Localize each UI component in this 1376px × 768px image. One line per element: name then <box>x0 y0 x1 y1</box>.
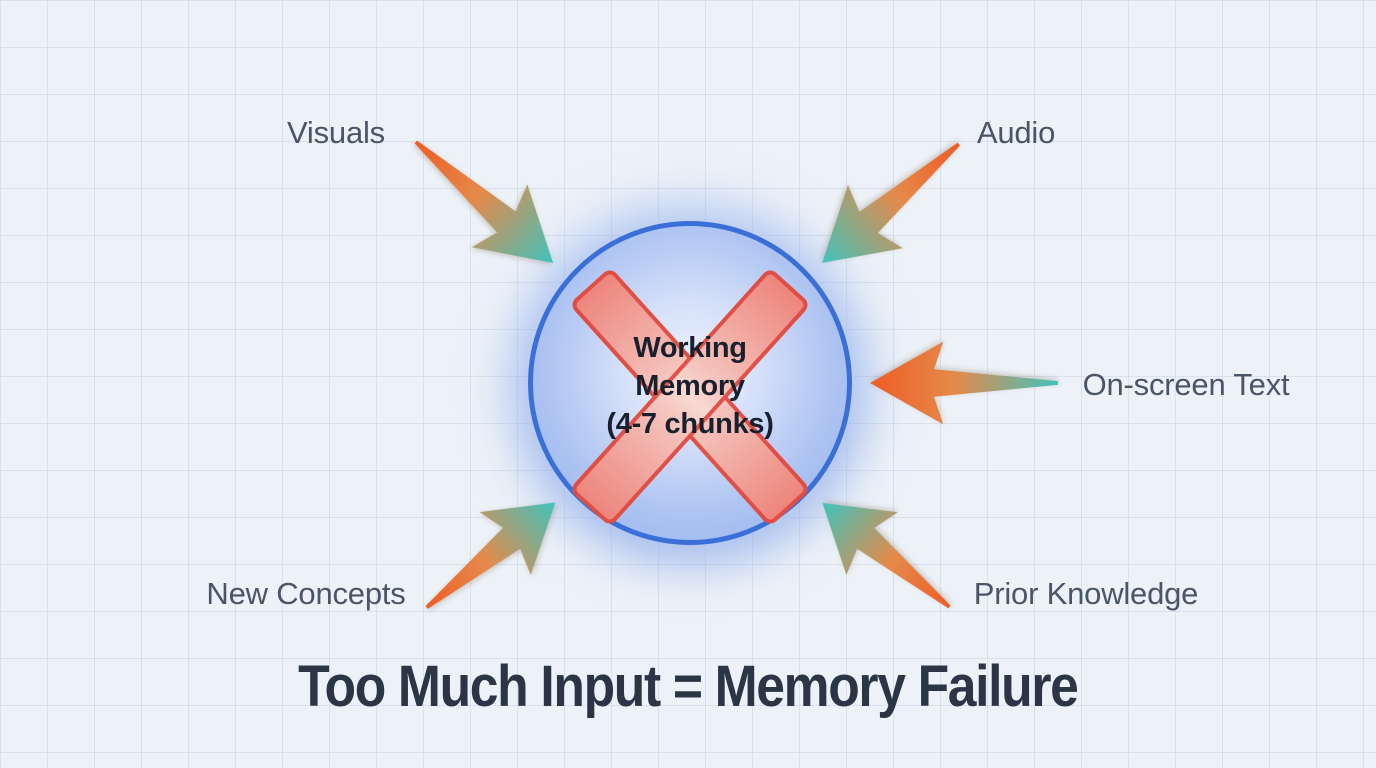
label-onscreen-text: On-screen Text <box>1082 367 1290 402</box>
working-memory-label-line2: Memory <box>635 370 745 402</box>
label-new-concepts: New Concepts <box>206 576 406 611</box>
visuals-arrow-icon <box>414 140 554 264</box>
diagram-title: Too Much Input = Memory Failure <box>0 653 1376 720</box>
onscreen-text-arrow-icon <box>870 341 1058 425</box>
new-concepts-arrow-icon <box>425 502 556 609</box>
label-prior-knowledge: Prior Knowledge <box>973 576 1199 611</box>
label-visuals: Visuals <box>287 115 385 150</box>
working-memory-label: Working Memory (4-7 chunks) <box>530 329 850 443</box>
working-memory-label-line1: Working <box>633 332 747 364</box>
audio-arrow-icon <box>822 142 961 263</box>
diagram-title-text: Too Much Input = Memory Failure <box>298 654 1079 719</box>
working-memory-label-line3: (4-7 chunks) <box>606 408 774 440</box>
prior-knowledge-arrow-icon <box>822 503 951 609</box>
label-audio: Audio <box>976 115 1056 150</box>
